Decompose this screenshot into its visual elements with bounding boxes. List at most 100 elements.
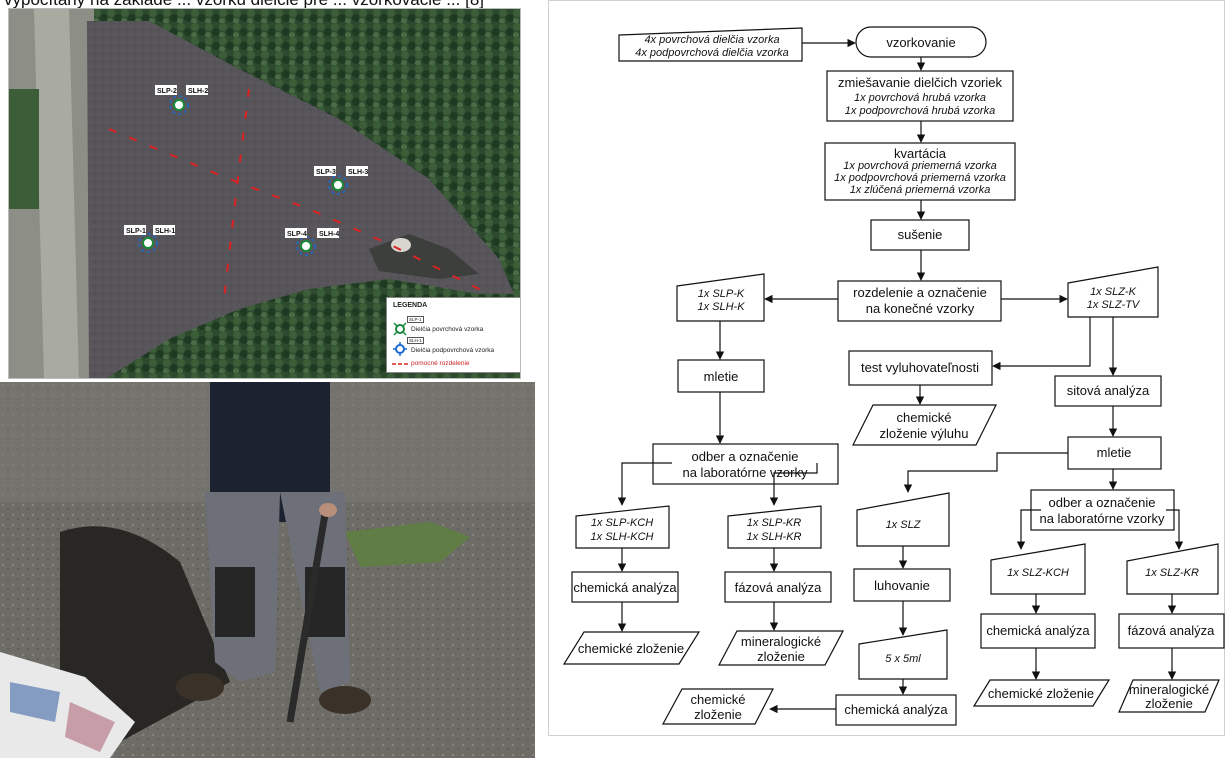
mix-line-2: 1x podpovrchová hrubá vzorka [845, 105, 995, 117]
chem1-node [571, 571, 679, 603]
legend-tag-1: SLP-1 [407, 316, 424, 323]
slz-node [856, 492, 950, 547]
mix-node [826, 70, 1014, 122]
leach-result-line-1: chemické [897, 410, 952, 425]
mineral1-line-2: zloženie [757, 649, 805, 664]
svg-text:SLH-2: SLH-2 [188, 88, 208, 95]
chem2-node [980, 613, 1096, 649]
mill2-node [1067, 436, 1162, 470]
mill1-node [677, 359, 765, 393]
slz-kr-label: 1x SLZ-KR [1145, 567, 1199, 579]
auxiliary-line-icon [392, 363, 408, 365]
legend-item-2: Dielčia podpovrchová vzorka [411, 347, 495, 354]
mineral1-line-1: mineralogické [741, 634, 821, 649]
leaching-node [853, 568, 951, 602]
svg-text:SLH-4: SLH-4 [319, 231, 339, 238]
quart-title: kvartácia [894, 146, 947, 161]
slz-kr-node [1126, 543, 1219, 595]
right-output-line-1: 1x SLZ-K [1090, 286, 1137, 298]
chem-comp1-label: chemické zloženie [578, 641, 684, 656]
dry-label: sušenie [898, 227, 943, 242]
map-legend: LEGENDA SLP-1 Dielčia povrchová vzorka S… [386, 297, 520, 373]
subsurface-sample-icon [393, 342, 407, 356]
leach-result-node [852, 404, 997, 446]
field-sampling-photo [0, 382, 535, 758]
chem3-label: chemická analýza [844, 702, 948, 717]
quartering-node [824, 142, 1016, 201]
phase1-label: fázová analýza [735, 580, 822, 595]
phase2-label: fázová analýza [1128, 623, 1215, 638]
left-output-node [676, 273, 765, 322]
vol-label: 5 x 5ml [885, 653, 921, 665]
sample-points [138, 95, 348, 256]
kch-line-2: 1x SLH-KCH [591, 531, 654, 543]
svg-text:SLP-4: SLP-4 [287, 231, 307, 238]
legend-item-1: Dielčia povrchová vzorka [411, 326, 484, 333]
mineral2-line-1: mineralogické [1129, 682, 1209, 697]
lab1-line-1: odber a označenie [692, 449, 799, 464]
svg-text:SLP-2: SLP-2 [157, 88, 177, 95]
lab1-line-2: na laboratórne vzorky [682, 465, 808, 480]
kr-node [727, 505, 822, 549]
sampling-flowchart: 4x povrchová dielčia vzorka 4x podpovrch… [562, 26, 1225, 726]
chem-comp2-line-1: chemické [691, 692, 746, 707]
top-caption-strip: vypočítaný na základe ... vzorku dielčie… [0, 0, 1225, 8]
field-photo-image [0, 382, 535, 758]
right-output-line-2: 1x SLZ-TV [1087, 299, 1141, 311]
input-line-2: 4x podpovrchová dielčia vzorka [635, 47, 788, 59]
leach-result-line-2: zloženie výluhu [880, 426, 969, 441]
chem-comp3-node [972, 679, 1111, 707]
chem3-node [835, 694, 957, 726]
slz-kch-node [990, 543, 1086, 595]
split-node [837, 280, 1002, 322]
mix-line-1: 1x povrchová hrubá vzorka [854, 92, 986, 104]
mineral2-line-2: zloženie [1145, 696, 1193, 711]
legend-item-3: pomocné rozdelenie [411, 360, 470, 367]
mineral2-node [1118, 679, 1220, 713]
quart-line-1: 1x povrchová priemerná vzorka [843, 160, 996, 172]
surface-sample-icon [393, 322, 407, 336]
svg-text:SLP-3: SLP-3 [316, 169, 336, 176]
split-line-1: rozdelenie a označenie [853, 285, 987, 300]
start-label: vzorkovanie [886, 35, 955, 50]
input-parallelogram [618, 27, 803, 62]
kch-line-1: 1x SLP-KCH [591, 517, 653, 529]
flowchart-panel: 4x povrchová dielčia vzorka 4x podpovrch… [548, 0, 1225, 736]
leach-test-node [848, 350, 993, 386]
chem-comp2-line-2: zloženie [694, 707, 742, 722]
quart-line-2: 1x podpovrchová priemerná vzorka [834, 172, 1006, 184]
chem1-label: chemická analýza [573, 580, 677, 595]
mineral1-node [718, 630, 844, 666]
left-output-line-1: 1x SLP-K [698, 288, 745, 300]
leach-test-label: test vyluhovateľnosti [861, 360, 979, 375]
aerial-map: SLP-2 SLH-2 SLP-3 SLH-3 SLP-1 SLH-1 SLP-… [8, 8, 521, 379]
left-output-line-2: 1x SLH-K [697, 301, 745, 313]
mix-title: zmiešavanie dielčich vzoriek [838, 75, 1003, 90]
quart-line-3: 1x zlúčená priemerná vzorka [850, 184, 991, 196]
input-line-1: 4x povrchová dielčia vzorka [644, 34, 779, 46]
leaching-label: luhovanie [874, 578, 930, 593]
mill1-label: mletie [704, 369, 739, 384]
lab2-line-2: na laboratórne vzorky [1039, 511, 1165, 526]
sample-point-labels: SLP-2 SLH-2 SLP-3 SLH-3 SLP-1 SLH-1 SLP-… [124, 85, 368, 238]
legend-tag-2: SLH-1 [407, 337, 424, 344]
vol-node [858, 629, 948, 680]
kch-node [575, 505, 670, 549]
right-output-node [1067, 266, 1159, 318]
sieve-label: sitová analýza [1067, 383, 1150, 398]
drying-node [870, 219, 970, 251]
phase1-node [724, 571, 832, 603]
svg-text:SLP-1: SLP-1 [126, 228, 146, 235]
svg-text:SLH-1: SLH-1 [155, 228, 175, 235]
kr-line-2: 1x SLH-KR [746, 531, 801, 543]
mill2-label: mletie [1097, 445, 1132, 460]
chem-comp2-node [661, 688, 774, 725]
sieve-node [1054, 375, 1162, 407]
lab1-node [652, 443, 839, 485]
chem-comp1-node [562, 631, 701, 665]
slz-label: 1x SLZ [886, 519, 922, 531]
chem-comp3-label: chemické zloženie [988, 686, 1094, 701]
top-caption: vypočítaný na základe ... vzorku dielčie… [4, 0, 484, 8]
svg-text:SLH-3: SLH-3 [348, 169, 368, 176]
slz-kch-label: 1x SLZ-KCH [1007, 567, 1069, 579]
